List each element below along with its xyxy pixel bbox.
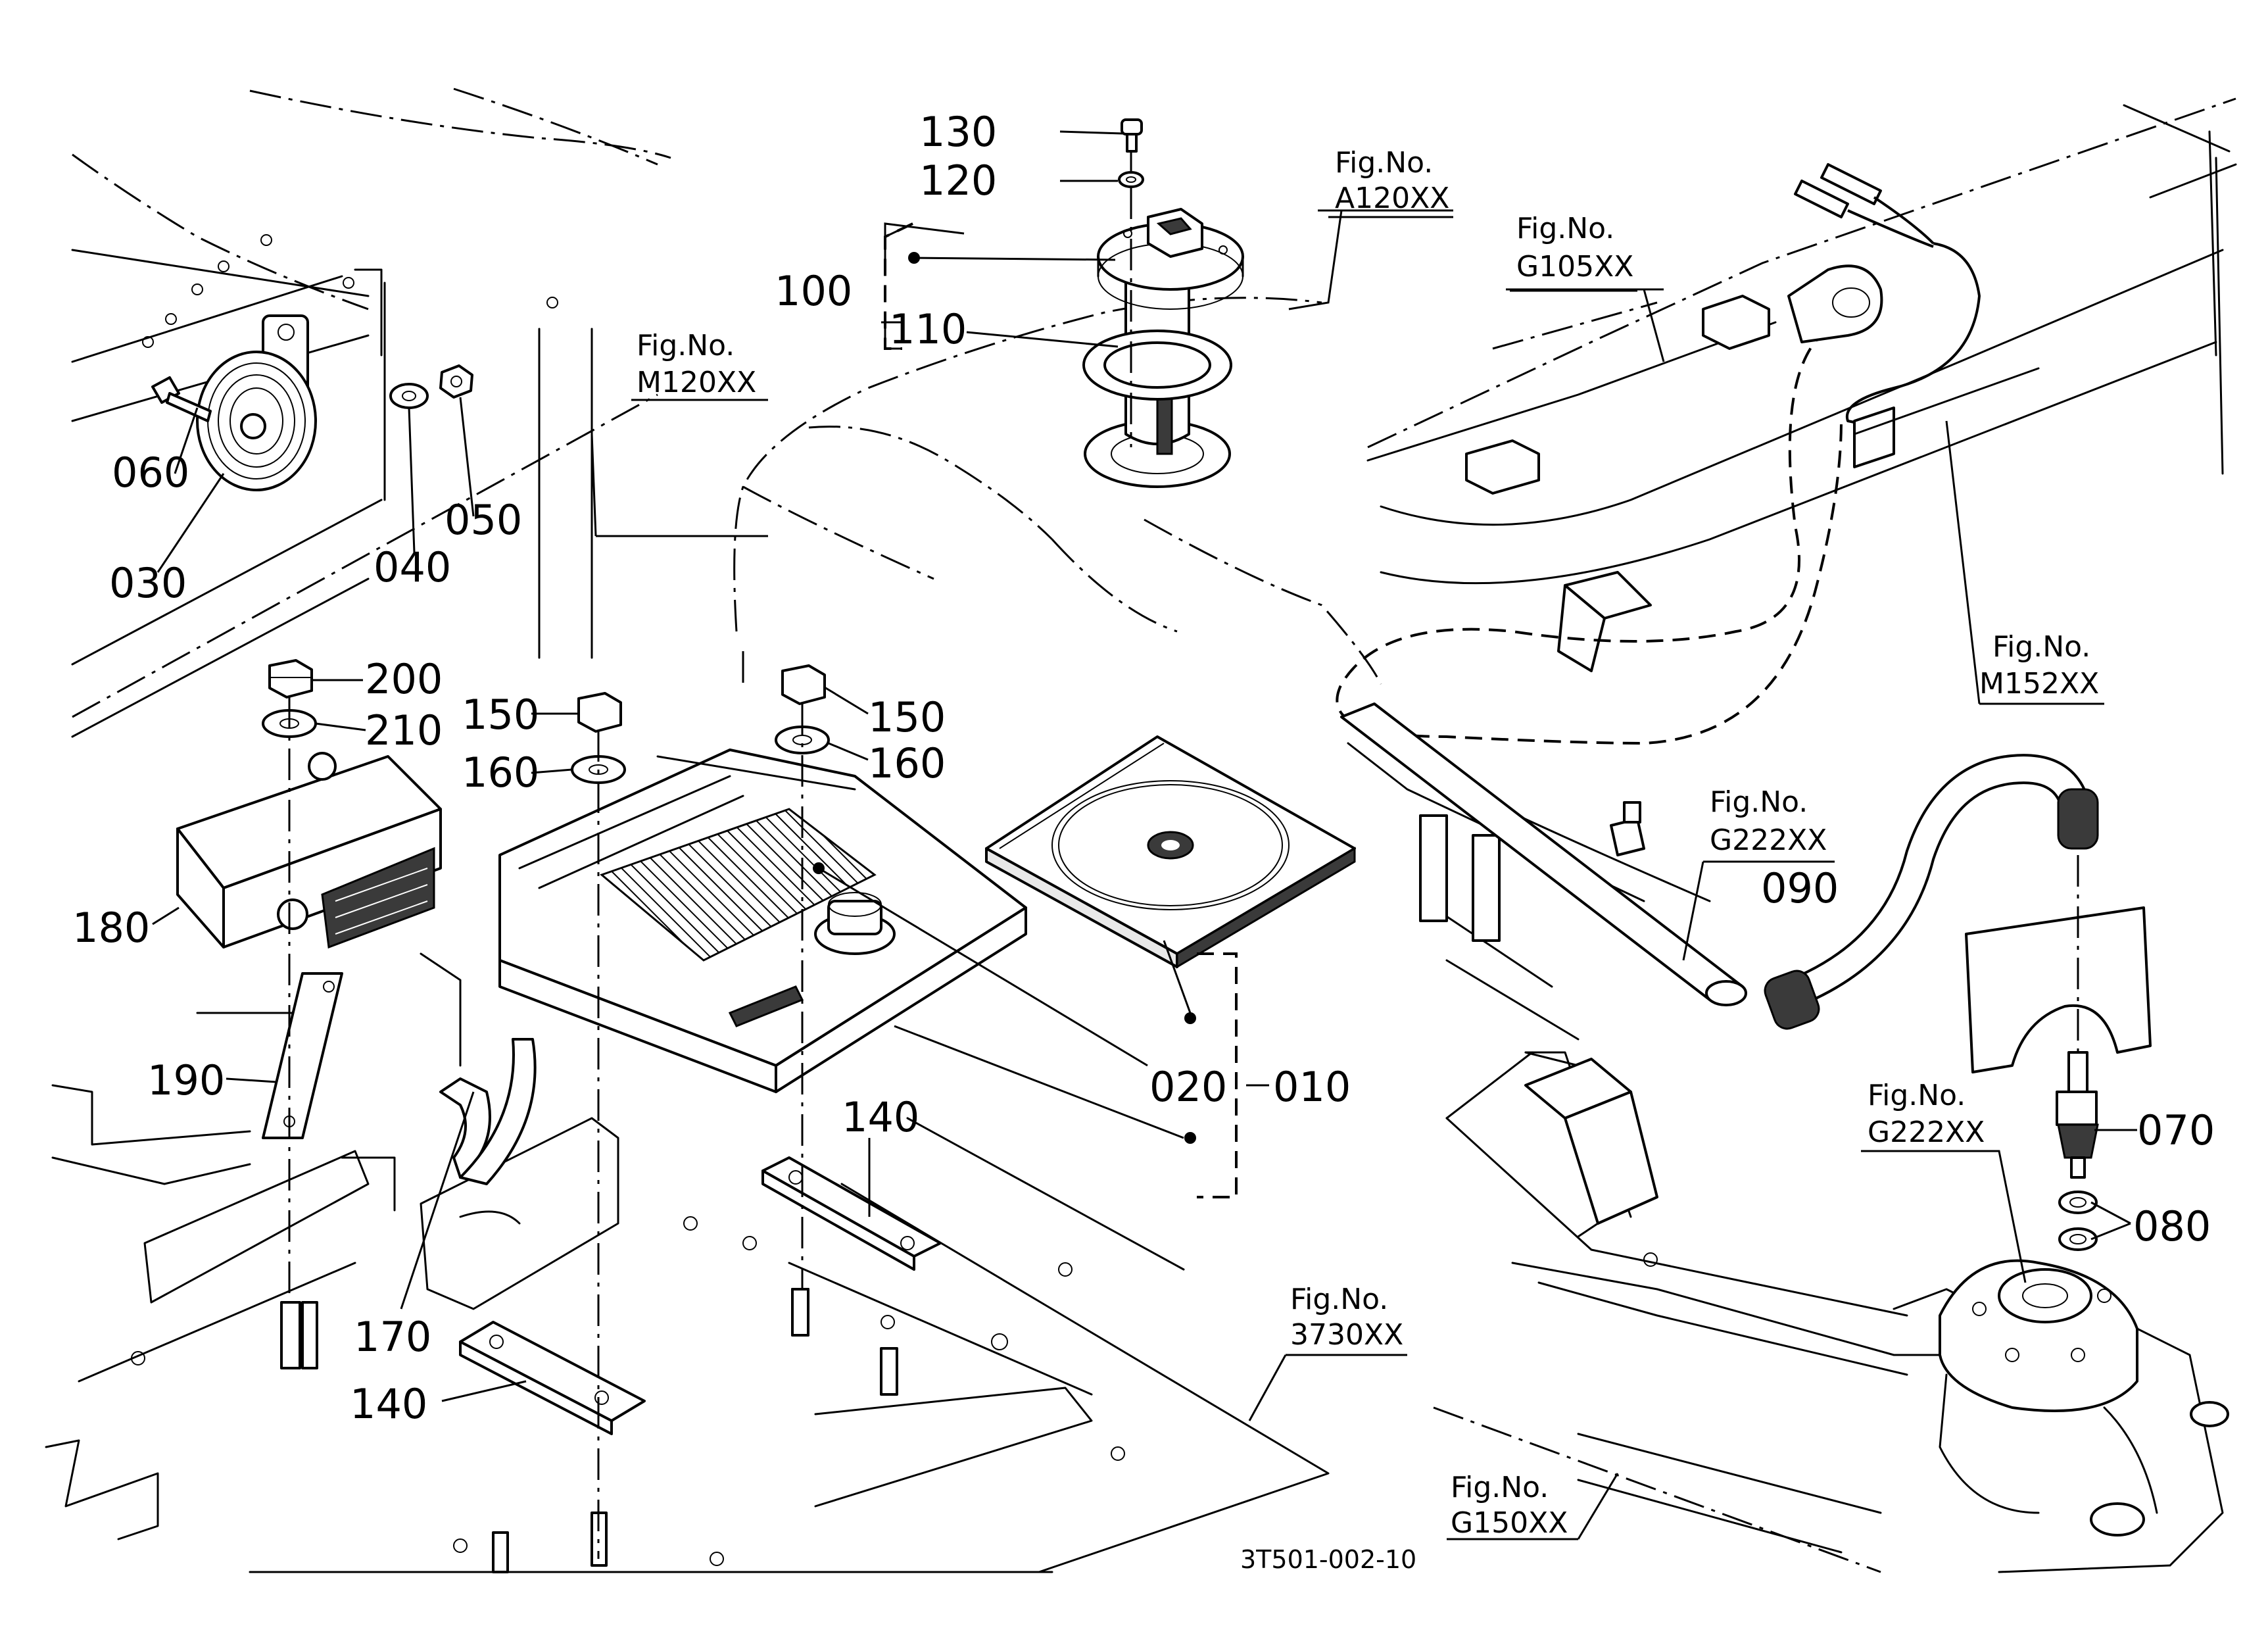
figure-ref-g105: Fig.No. G105XX (1516, 212, 1633, 283)
fuel-sender-assembly (1082, 118, 1244, 488)
part-label-060: 060 (112, 449, 189, 497)
leader-lines (152, 130, 2137, 1540)
svg-text:G222XX: G222XX (1868, 1116, 1985, 1149)
part-label-020: 020 (1149, 1063, 1227, 1111)
part-label-160-left: 160 (462, 749, 539, 797)
part-label-210: 210 (365, 706, 443, 754)
figure-ref-g222-upper: Fig.No. G222XX (1710, 785, 1827, 857)
part-label-200: 200 (365, 655, 443, 703)
part-label-180: 180 (72, 904, 150, 952)
svg-text:3730XX: 3730XX (1290, 1318, 1403, 1352)
part-label-080: 080 (2133, 1202, 2211, 1250)
svg-text:M120XX: M120XX (637, 366, 756, 399)
ecu-assembly (176, 659, 442, 1369)
part-label-100: 100 (775, 267, 852, 315)
part-label-160-right: 160 (868, 739, 946, 787)
coil-spring-lower (1764, 970, 1820, 1030)
svg-text:Fig.No.: Fig.No. (1451, 1471, 1549, 1504)
drawing-number: 3T501-002-10 (1240, 1545, 1416, 1574)
part-label-150-right: 150 (868, 693, 946, 741)
part-label-140-upper: 140 (842, 1093, 919, 1141)
manual-cd (985, 735, 1356, 969)
part-label-140-lower: 140 (350, 1380, 427, 1428)
svg-text:G150XX: G150XX (1451, 1506, 1568, 1540)
engine-ecu-assembly (439, 664, 1027, 1559)
svg-text:Fig.No.: Fig.No. (637, 329, 735, 362)
wire-harness (1336, 163, 2040, 745)
part-label-070: 070 (2137, 1106, 2215, 1154)
figure-ref-m152: Fig.No. M152XX (1979, 630, 2099, 701)
part-label-130: 130 (919, 108, 997, 156)
part-label-120: 120 (919, 157, 997, 205)
part-label-110: 110 (889, 305, 967, 353)
part-labels: 130 120 100 110 060 030 040 050 200 210 … (72, 108, 2215, 1428)
svg-text:Fig.No.: Fig.No. (1992, 630, 2090, 664)
svg-text:Fig.No.: Fig.No. (1516, 212, 1614, 245)
svg-text:Fig.No.: Fig.No. (1290, 1283, 1388, 1316)
horn-assembly (151, 314, 473, 491)
svg-text:G222XX: G222XX (1710, 823, 1827, 857)
svg-text:Fig.No.: Fig.No. (1335, 146, 1433, 180)
svg-text:G105XX: G105XX (1516, 250, 1633, 283)
part-label-170: 170 (354, 1313, 431, 1361)
part-label-150-left: 150 (462, 691, 539, 739)
speed-sensor-assembly (1340, 702, 2229, 1573)
figure-references: Fig.No. A120XX Fig.No. M120XX Fig.No. G1… (631, 146, 2099, 1540)
part-label-190: 190 (147, 1056, 225, 1104)
coil-spring-upper (2057, 788, 2099, 850)
svg-text:Fig.No.: Fig.No. (1710, 785, 1808, 819)
part-label-040: 040 (374, 543, 451, 591)
figure-ref-g222-lower: Fig.No. G222XX (1868, 1079, 1985, 1149)
part-label-090: 090 (1761, 864, 1839, 912)
part-label-010: 010 (1273, 1063, 1351, 1111)
svg-text:M152XX: M152XX (1979, 667, 2099, 701)
figure-ref-m120: Fig.No. M120XX (637, 329, 756, 399)
background-structure (45, 87, 2237, 1573)
part-label-050: 050 (445, 496, 522, 544)
svg-text:Fig.No.: Fig.No. (1868, 1079, 1966, 1112)
figure-ref-3730: Fig.No. 3730XX (1290, 1283, 1403, 1352)
part-label-030: 030 (109, 559, 187, 607)
figure-ref-g150: Fig.No. G150XX (1451, 1471, 1568, 1540)
figure-ref-a120: Fig.No. A120XX (1335, 146, 1449, 215)
svg-text:A120XX: A120XX (1335, 182, 1449, 215)
